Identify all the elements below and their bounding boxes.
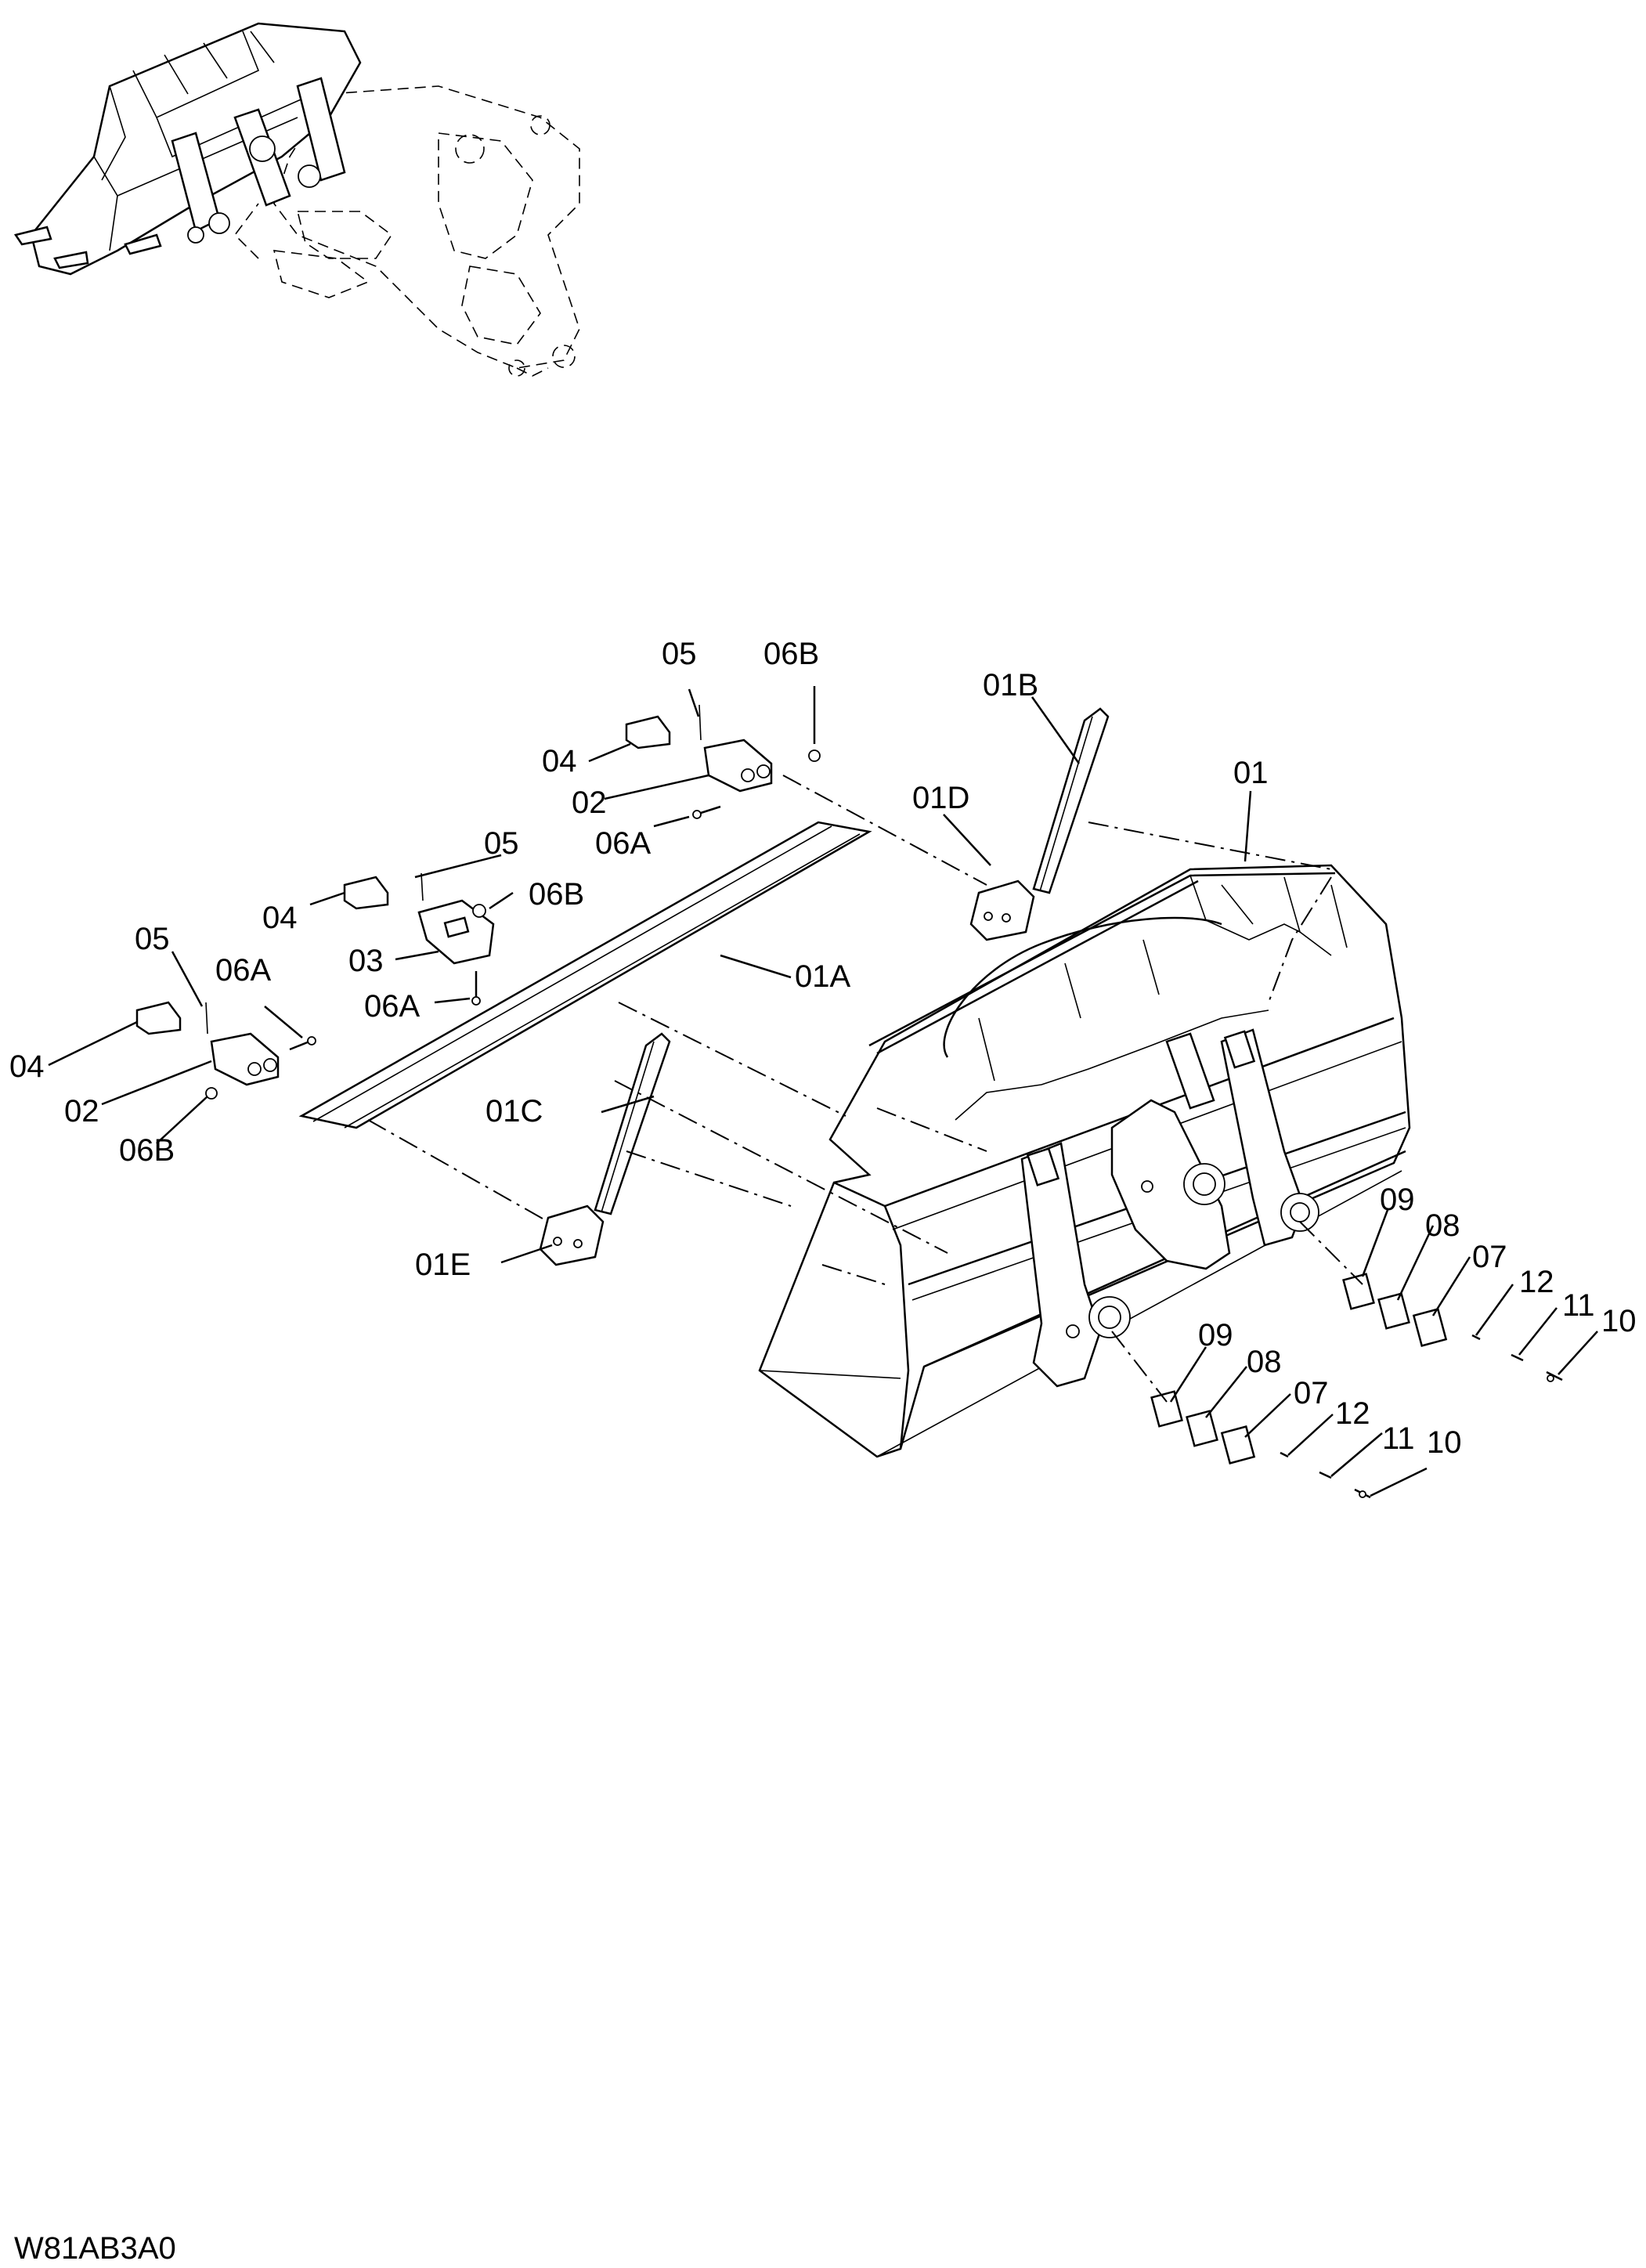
callout-02-upper: 02	[572, 785, 607, 820]
callout-11-right: 11	[1562, 1288, 1595, 1323]
cutting-edge-01a	[298, 821, 872, 1129]
callout-06b-lower: 06B	[119, 1133, 175, 1168]
callout-01a: 01A	[795, 959, 850, 994]
callout-01d: 01D	[912, 781, 969, 815]
overview-thumbnail	[13, 22, 580, 377]
bucket-assembly	[758, 864, 1411, 1458]
tooth-set-upper	[625, 704, 821, 819]
callout-07-left: 07	[1294, 1376, 1329, 1410]
callout-06a-lower: 06A	[215, 953, 271, 988]
callout-05-upper: 05	[662, 637, 697, 671]
callout-09-left: 09	[1198, 1318, 1233, 1352]
callout-06b-upper: 06B	[763, 637, 819, 671]
callout-04-lower: 04	[9, 1049, 45, 1084]
callout-05-middle: 05	[484, 826, 519, 861]
callout-01: 01	[1233, 756, 1269, 790]
callout-06b-middle: 06B	[529, 877, 584, 912]
callout-12-left: 12	[1335, 1396, 1370, 1431]
side-cutter-01c	[594, 1032, 671, 1215]
drawing-code: W81AB3A0	[14, 2231, 176, 2266]
callout-11-left: 11	[1382, 1421, 1415, 1456]
callout-10-right: 10	[1601, 1304, 1637, 1338]
callout-01c: 01C	[485, 1094, 543, 1129]
callout-08-left: 08	[1247, 1345, 1282, 1379]
callout-01e: 01E	[415, 1248, 471, 1282]
callout-03: 03	[348, 944, 384, 978]
tooth-set-lower	[135, 1001, 316, 1100]
side-cutter-01b	[1032, 707, 1110, 894]
tooth-set-middle	[343, 872, 495, 1006]
callout-04-upper: 04	[542, 744, 577, 778]
part-callouts: 01 01A 01B 01C 01D 01E 05 06B 04 02 06A …	[9, 637, 1637, 1460]
pin-stack-right	[1342, 1273, 1563, 1382]
callout-05-lower: 05	[135, 922, 170, 956]
callout-06a-middle: 06A	[364, 989, 420, 1024]
callout-04-middle: 04	[262, 901, 298, 935]
callout-09-right: 09	[1380, 1183, 1415, 1217]
assembly-lines	[367, 775, 1363, 1403]
callout-10-left: 10	[1427, 1425, 1462, 1460]
callout-12-right: 12	[1519, 1265, 1554, 1299]
callout-08-right: 08	[1425, 1208, 1460, 1243]
callout-02-lower: 02	[64, 1094, 99, 1129]
side-cutter-01d	[969, 879, 1035, 941]
leader-lines	[48, 686, 1598, 1497]
callout-06a-upper: 06A	[595, 826, 651, 861]
callout-01b: 01B	[983, 668, 1038, 702]
callout-07-right: 07	[1472, 1240, 1507, 1274]
side-cutter-01e	[539, 1204, 605, 1266]
